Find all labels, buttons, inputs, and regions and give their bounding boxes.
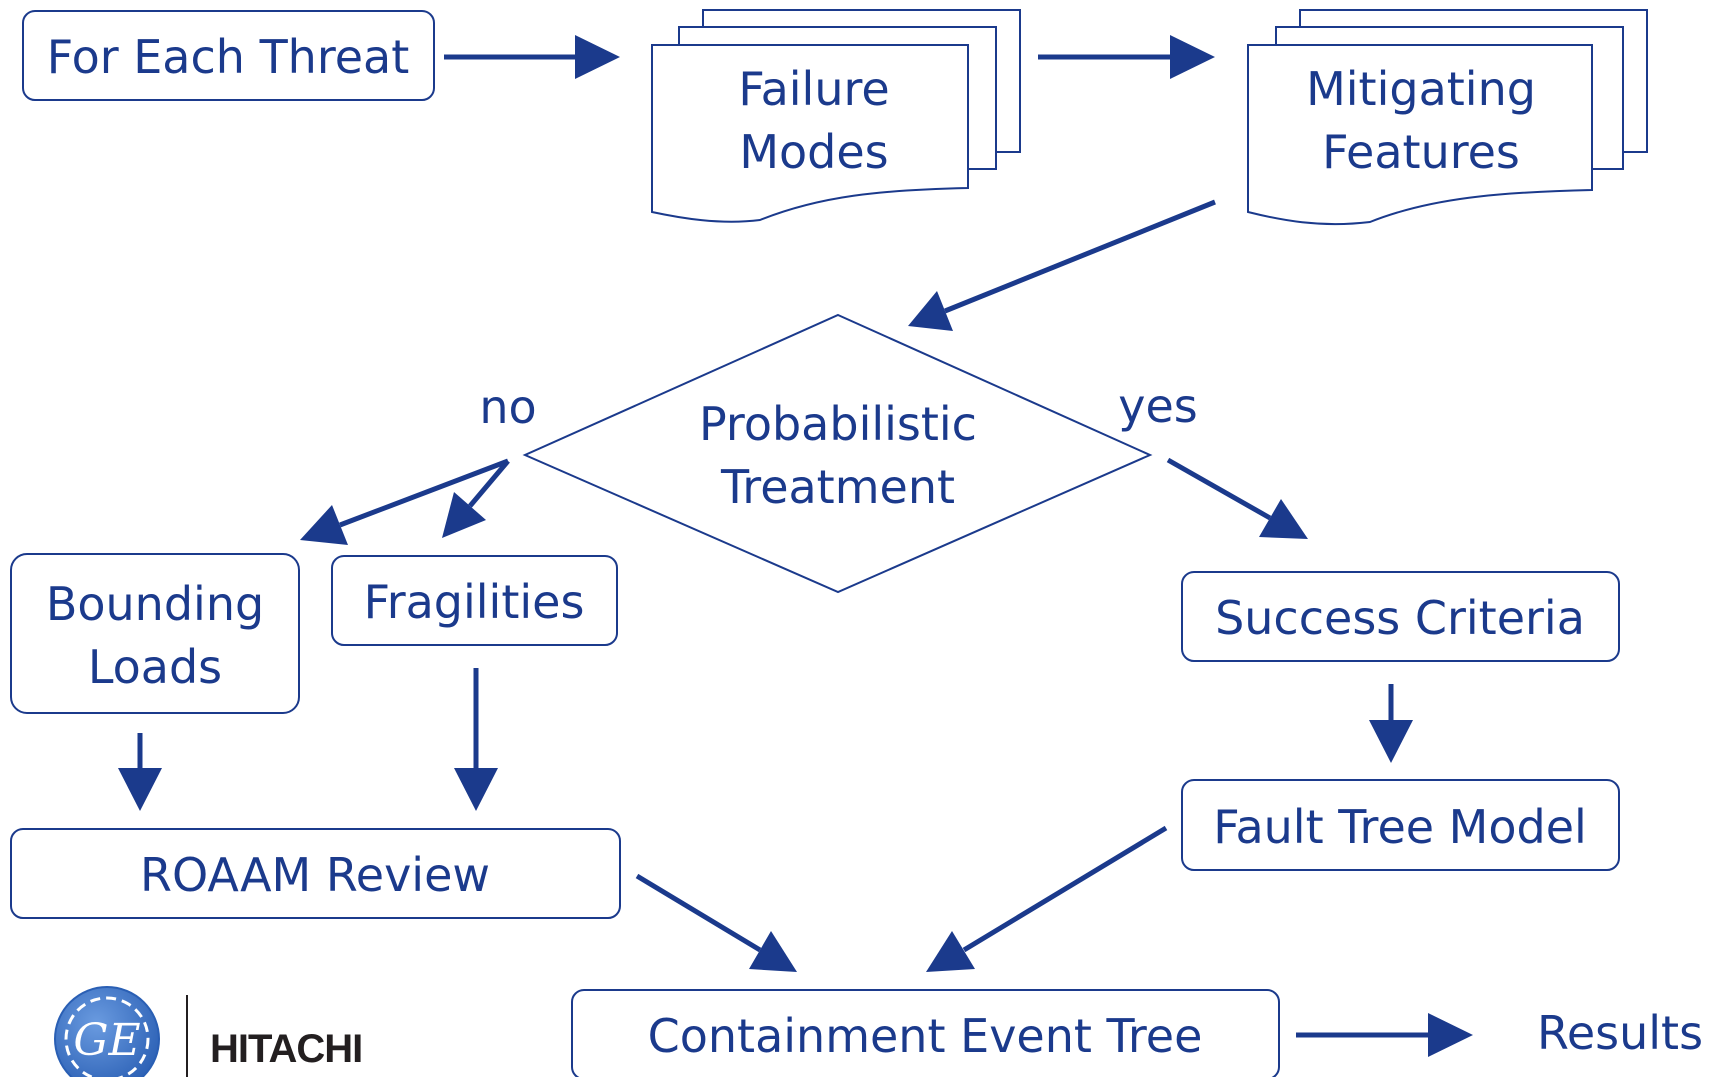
arrow-mitigating-to-decision bbox=[908, 199, 1216, 331]
yes-branch-label: yes bbox=[1118, 379, 1198, 433]
bounding-loads-label-line2: Loads bbox=[88, 640, 222, 694]
arrow-failure-to-mitigating bbox=[1038, 35, 1215, 79]
ge-logo-text: GE bbox=[73, 1015, 140, 1066]
no-branch-label: no bbox=[479, 380, 536, 434]
arrow-fragilities-to-roaam bbox=[454, 668, 498, 811]
arrow-fault-tree-to-containment bbox=[926, 825, 1168, 972]
hitachi-logo: HITACHI bbox=[210, 1027, 362, 1071]
bounding-loads-node: Bounding Loads bbox=[10, 553, 300, 714]
arrow-roaam-to-containment bbox=[635, 873, 797, 972]
results-label: Results bbox=[1537, 1006, 1703, 1060]
arrow-no-to-bounding-loads bbox=[300, 458, 509, 545]
arrow-threat-to-failure-modes bbox=[444, 35, 620, 79]
fault-tree-model-label: Fault Tree Model bbox=[1213, 800, 1587, 854]
containment-event-tree-node: Containment Event Tree bbox=[571, 989, 1280, 1077]
arrow-no-to-fragilities bbox=[442, 459, 510, 538]
bounding-loads-label-line1: Bounding bbox=[46, 577, 264, 631]
failure-modes-label-line1: Failure bbox=[738, 62, 889, 116]
containment-event-tree-label: Containment Event Tree bbox=[648, 1009, 1203, 1063]
success-criteria-label: Success Criteria bbox=[1215, 591, 1585, 645]
for-each-threat-label: For Each Threat bbox=[47, 30, 410, 84]
roaam-review-label: ROAAM Review bbox=[140, 848, 490, 902]
ge-logo: GE bbox=[54, 986, 160, 1077]
arrow-bounding-to-roaam bbox=[118, 733, 162, 811]
fault-tree-model-node: Fault Tree Model bbox=[1181, 779, 1620, 871]
success-criteria-node: Success Criteria bbox=[1181, 571, 1620, 662]
for-each-threat-node: For Each Threat bbox=[22, 10, 435, 101]
probabilistic-treatment-label-line2: Treatment bbox=[720, 460, 955, 514]
mitigating-features-node: Mitigating Features bbox=[1247, 9, 1648, 226]
probabilistic-treatment-label-line1: Probabilistic bbox=[699, 397, 977, 451]
mitigating-features-label-line2: Features bbox=[1322, 125, 1520, 179]
probabilistic-treatment-node: Probabilistic Treatment bbox=[522, 313, 1153, 594]
fragilities-label: Fragilities bbox=[364, 575, 585, 629]
roaam-review-node: ROAAM Review bbox=[10, 828, 621, 919]
mitigating-features-label-line1: Mitigating bbox=[1306, 62, 1536, 116]
fragilities-node: Fragilities bbox=[331, 555, 618, 646]
arrow-yes-to-success-criteria bbox=[1166, 457, 1308, 539]
arrow-containment-to-results bbox=[1296, 1013, 1473, 1057]
failure-modes-node: Failure Modes bbox=[651, 9, 1021, 223]
arrow-success-to-fault-tree bbox=[1369, 684, 1413, 763]
failure-modes-label-line2: Modes bbox=[739, 125, 888, 179]
